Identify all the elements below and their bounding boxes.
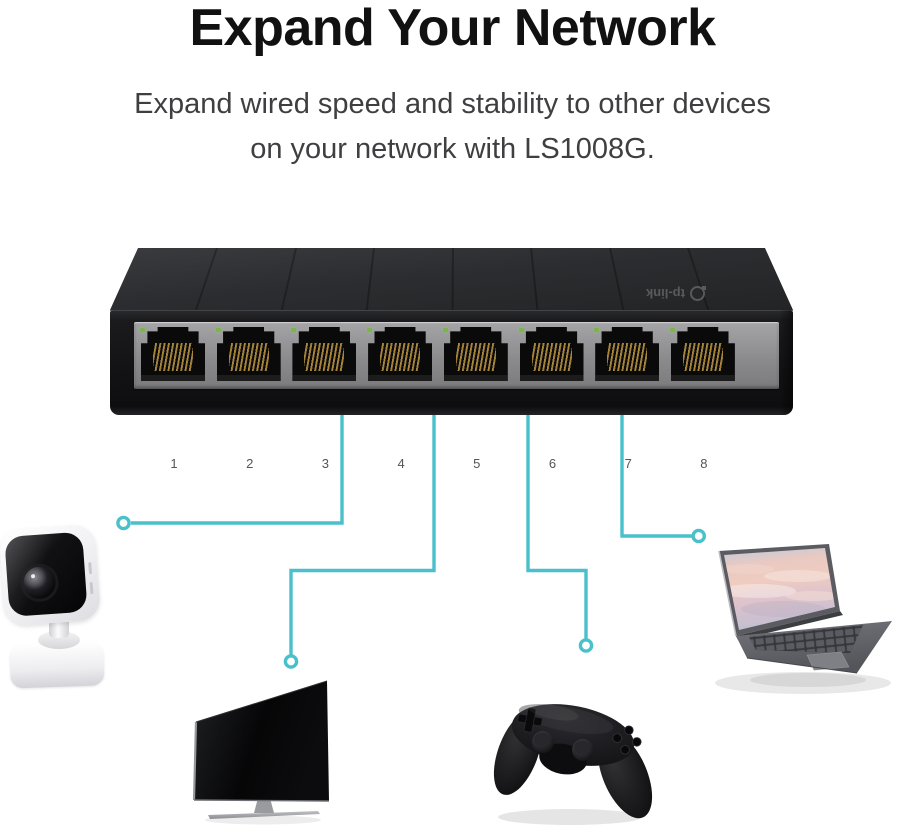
laptop-shadow bbox=[715, 672, 891, 694]
top-groove bbox=[365, 248, 375, 310]
connector-camera bbox=[116, 408, 344, 531]
top-groove bbox=[530, 248, 539, 310]
top-groove bbox=[451, 248, 454, 310]
port-panel bbox=[134, 322, 779, 389]
port-number-label: 1 bbox=[170, 456, 178, 471]
link-led bbox=[215, 328, 221, 332]
security-camera-image bbox=[0, 513, 130, 689]
port-number-label: 4 bbox=[397, 456, 405, 471]
top-groove bbox=[280, 248, 297, 310]
dpad-icon bbox=[517, 707, 543, 733]
connector-line bbox=[620, 408, 692, 538]
port-number-label: 3 bbox=[321, 456, 329, 471]
tv-stand-neck bbox=[254, 798, 274, 813]
rj45-jack bbox=[519, 327, 584, 381]
controller-shadow bbox=[498, 809, 642, 825]
switch-top-panel: tp-link bbox=[110, 248, 793, 310]
camera-head bbox=[0, 523, 102, 627]
ethernet-port-4 bbox=[362, 322, 438, 389]
link-led bbox=[669, 328, 675, 332]
port-number-label: 7 bbox=[624, 456, 632, 471]
camera-lens-icon bbox=[19, 562, 60, 604]
link-led bbox=[594, 328, 600, 332]
port-number-label: 5 bbox=[473, 456, 481, 471]
tp-link-logo-mark-icon bbox=[690, 286, 705, 302]
face-buttons bbox=[612, 725, 642, 755]
connector-endpoint bbox=[691, 528, 707, 544]
ethernet-port-7 bbox=[589, 322, 665, 389]
rj45-jack bbox=[141, 327, 205, 381]
game-controller-image bbox=[478, 683, 662, 828]
gold-pins bbox=[228, 343, 269, 371]
switch-front-panel: 1 2 3 4 5 6 7 8 bbox=[110, 310, 793, 471]
link-led bbox=[518, 328, 524, 332]
connector-line bbox=[289, 408, 436, 655]
camera-collar bbox=[38, 631, 80, 649]
connector-endpoint bbox=[283, 654, 299, 669]
link-led bbox=[291, 328, 297, 332]
link-led bbox=[442, 328, 448, 332]
camera-front-panel bbox=[4, 531, 88, 617]
tp-link-logo: tp-link bbox=[595, 284, 705, 304]
laptop-hinge bbox=[736, 611, 843, 640]
ethernet-port-8 bbox=[665, 322, 741, 389]
ethernet-port-1 bbox=[135, 322, 211, 389]
connector-endpoint bbox=[578, 638, 594, 653]
gold-pins bbox=[607, 343, 648, 371]
tv-stand-base bbox=[208, 811, 320, 819]
gold-pins bbox=[455, 343, 496, 371]
screen-clouds bbox=[724, 564, 835, 617]
connector-tv bbox=[283, 408, 436, 669]
tv-image bbox=[183, 658, 345, 826]
laptop-image bbox=[703, 531, 905, 703]
rj45-jack bbox=[292, 327, 357, 381]
port-number-label: 2 bbox=[246, 456, 254, 471]
ethernet-port-3 bbox=[286, 322, 362, 389]
camera-side-slot bbox=[89, 582, 94, 595]
subtitle-line-2: on your network with LS1008G. bbox=[250, 133, 655, 165]
connector-endpoint bbox=[116, 515, 131, 531]
ethernet-port-6 bbox=[514, 322, 590, 389]
game-controller-icon bbox=[493, 703, 653, 825]
rj45-jack bbox=[216, 327, 281, 381]
connector-game-controller bbox=[526, 408, 594, 653]
connector-line bbox=[131, 408, 344, 525]
gold-pins bbox=[531, 343, 572, 371]
laptop-screen bbox=[724, 548, 835, 630]
laptop-icon bbox=[715, 544, 892, 694]
network-switch: tp-link 1 2 3 4 5 6 7 8 bbox=[110, 248, 793, 471]
ethernet-port-2 bbox=[211, 322, 287, 389]
port-number-label: 6 bbox=[548, 456, 557, 471]
laptop-touchpad bbox=[806, 651, 850, 671]
port-number-label: 8 bbox=[700, 456, 708, 471]
brand-name: tp-link bbox=[646, 286, 685, 302]
gold-pins bbox=[682, 343, 723, 371]
rj45-jack bbox=[368, 327, 433, 381]
connector-line bbox=[526, 408, 588, 639]
ethernet-port-5 bbox=[438, 322, 514, 389]
rj45-jack bbox=[670, 327, 735, 381]
top-groove bbox=[194, 248, 218, 310]
subtitle: Expand wired speed and stability to othe… bbox=[0, 82, 905, 172]
camera-side-slot bbox=[88, 562, 93, 575]
link-led bbox=[367, 328, 373, 332]
tv-icon bbox=[192, 680, 330, 825]
gold-pins bbox=[153, 343, 193, 371]
headline: Expand Your Network bbox=[189, 0, 716, 57]
rj45-jack bbox=[443, 327, 508, 381]
connector-laptop bbox=[620, 408, 707, 544]
gold-pins bbox=[380, 343, 421, 371]
gold-pins bbox=[304, 343, 345, 371]
tv-screen bbox=[194, 681, 329, 801]
link-led bbox=[140, 328, 145, 332]
subtitle-line-1: Expand wired speed and stability to othe… bbox=[134, 88, 771, 120]
rj45-jack bbox=[595, 327, 660, 381]
